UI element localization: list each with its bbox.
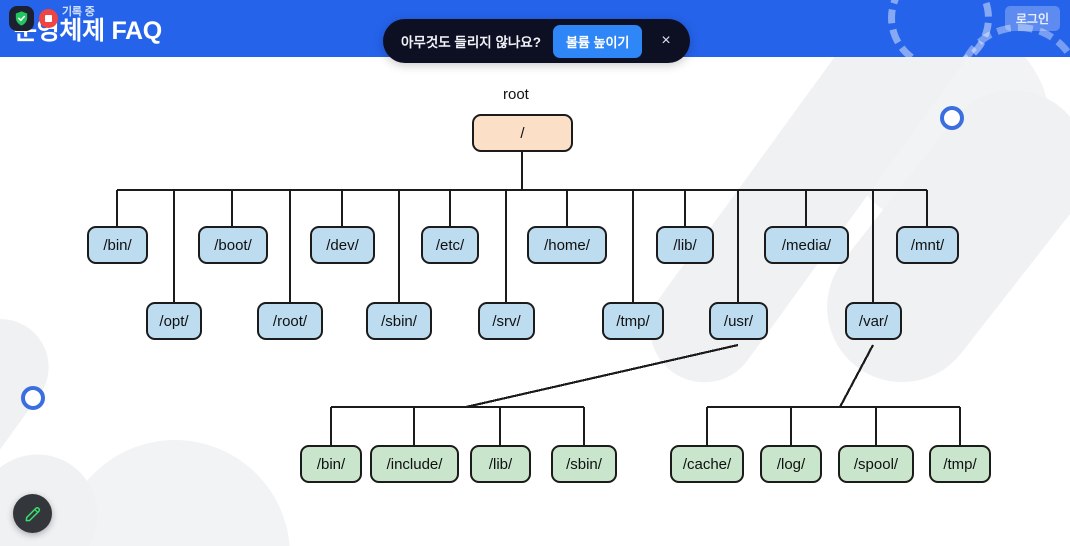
- node-usr-include[interactable]: /include/: [370, 445, 459, 483]
- node-var-spool[interactable]: /spool/: [838, 445, 914, 483]
- node-sbin[interactable]: /sbin/: [366, 302, 432, 340]
- filesystem-tree-diagram: root / /bin/ /boot/ /dev/ /etc/ /home/ /…: [0, 57, 1070, 546]
- node-var-tmp[interactable]: /tmp/: [929, 445, 991, 483]
- increase-volume-button[interactable]: 볼륨 높이기: [552, 24, 643, 58]
- recording-status-label: 기록 중: [62, 6, 95, 18]
- node-media[interactable]: /media/: [764, 226, 849, 264]
- node-var-log[interactable]: /log/: [760, 445, 822, 483]
- node-home[interactable]: /home/: [527, 226, 607, 264]
- node-opt[interactable]: /opt/: [146, 302, 202, 340]
- shield-check-icon: [9, 6, 34, 31]
- record-dot-icon: [39, 9, 58, 28]
- node-lib[interactable]: /lib/: [656, 226, 714, 264]
- audio-toast-banner: 아무것도 들리지 않나요? 볼륨 높이기 ×: [383, 19, 690, 63]
- node-usr-sbin[interactable]: /sbin/: [551, 445, 617, 483]
- toast-message: 아무것도 들리지 않나요?: [401, 35, 541, 50]
- node-tmp[interactable]: /tmp/: [602, 302, 664, 340]
- node-bin[interactable]: /bin/: [87, 226, 148, 264]
- node-etc[interactable]: /etc/: [421, 226, 479, 264]
- login-button[interactable]: 로그인: [1004, 6, 1060, 31]
- node-root[interactable]: /: [472, 114, 573, 152]
- node-srv[interactable]: /srv/: [478, 302, 535, 340]
- node-usr-lib[interactable]: /lib/: [470, 445, 531, 483]
- node-usr-bin[interactable]: /bin/: [300, 445, 362, 483]
- node-var-cache[interactable]: /cache/: [670, 445, 744, 483]
- node-usr[interactable]: /usr/: [709, 302, 768, 340]
- node-var[interactable]: /var/: [845, 302, 902, 340]
- node-boot[interactable]: /boot/: [198, 226, 268, 264]
- node-root-dir[interactable]: /root/: [257, 302, 323, 340]
- root-caption: root: [503, 86, 529, 103]
- pencil-edit-icon: [25, 506, 40, 521]
- close-icon[interactable]: ×: [654, 29, 677, 53]
- node-dev[interactable]: /dev/: [310, 226, 375, 264]
- node-mnt[interactable]: /mnt/: [896, 226, 959, 264]
- edit-fab-button[interactable]: [13, 494, 52, 533]
